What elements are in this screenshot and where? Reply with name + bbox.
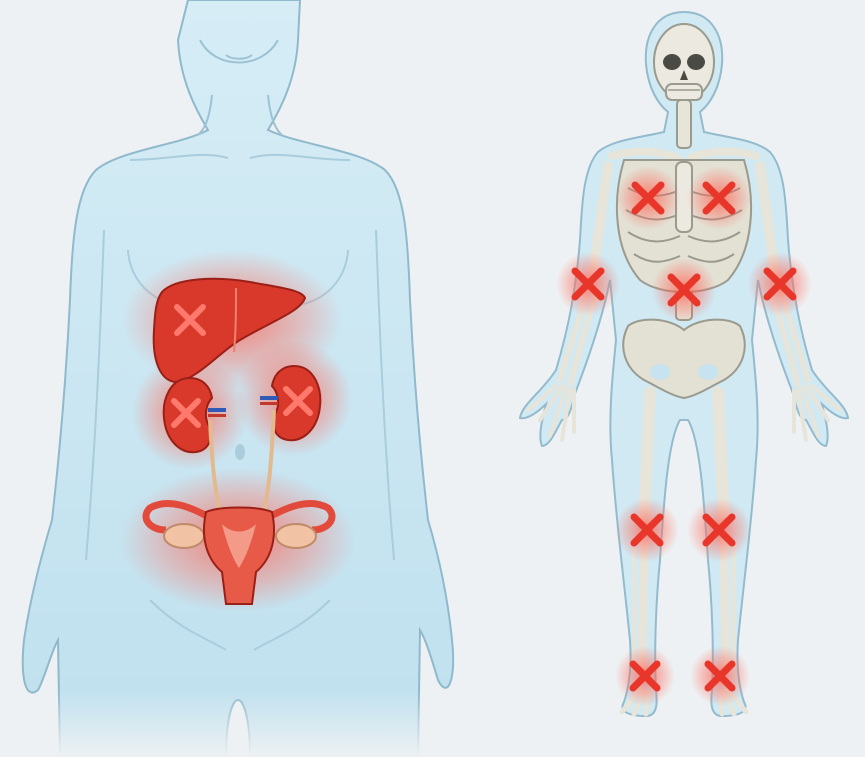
- jaw: [666, 84, 702, 100]
- renal-vessel-left: [208, 408, 226, 412]
- renal-artery-left: [208, 414, 226, 417]
- ovary-right: [276, 524, 316, 548]
- eye-socket-right: [687, 54, 705, 70]
- skeleton-figure: [520, 12, 848, 716]
- obturator-left: [650, 364, 670, 380]
- bottom-fade: [40, 690, 460, 757]
- renal-vessel-right: [260, 396, 278, 400]
- eye-socket-left: [663, 54, 681, 70]
- female-torso-figure: [23, 0, 460, 757]
- ovary-left: [164, 524, 204, 548]
- cervical-spine: [677, 100, 691, 148]
- renal-artery-right: [260, 402, 278, 405]
- obturator-right: [698, 364, 718, 380]
